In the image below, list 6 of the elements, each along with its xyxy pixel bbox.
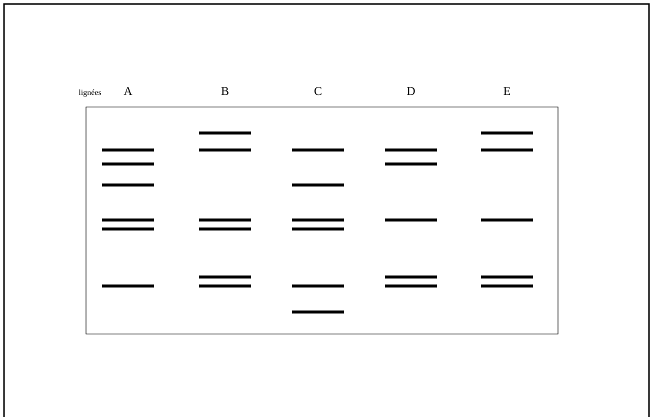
lane-label: B xyxy=(221,87,228,96)
row-label: lignées xyxy=(78,89,102,97)
lane-label: E xyxy=(504,87,510,95)
lane-label: C xyxy=(314,87,322,96)
lane-label: A xyxy=(124,87,132,95)
lane-label: D xyxy=(407,87,415,95)
